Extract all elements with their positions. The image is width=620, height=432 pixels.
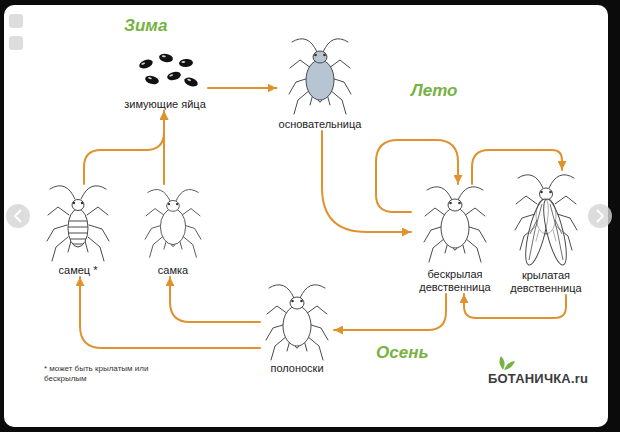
logo-leaf bbox=[499, 356, 515, 370]
life-stage: крылатая девственница bbox=[502, 170, 590, 295]
eggs bbox=[138, 53, 199, 88]
stage-label: крылатая девственница bbox=[504, 269, 588, 295]
life-stage: полоноски bbox=[260, 284, 334, 375]
life-stage: самка bbox=[141, 184, 205, 277]
life-stage: бескрылая девственница bbox=[411, 184, 499, 294]
stage-label: самец * bbox=[59, 264, 98, 277]
wingless-figure bbox=[424, 187, 486, 262]
stage-label: зимующие яйца bbox=[124, 98, 206, 111]
winged-figure bbox=[515, 175, 577, 267]
cycle-arrow bbox=[84, 111, 164, 184]
figure-space bbox=[502, 170, 590, 269]
figure-space bbox=[122, 52, 208, 98]
cycle-arrow bbox=[322, 131, 411, 232]
cycle-arrow bbox=[472, 150, 562, 184]
figure-space bbox=[141, 184, 205, 264]
gallery-controls bbox=[6, 14, 612, 228]
female-figure bbox=[145, 189, 201, 257]
cycle-arrow bbox=[334, 294, 446, 330]
egg-stage: зимующие яйца bbox=[122, 52, 208, 111]
figure-space bbox=[411, 184, 499, 268]
stage-label: основательница bbox=[279, 118, 362, 131]
card bbox=[4, 5, 608, 427]
life-stage: самец * bbox=[43, 184, 113, 277]
male-figure bbox=[47, 186, 109, 261]
stage-label: бескрылая девственница bbox=[413, 268, 497, 294]
footnote: * может быть крылатым или бескрылым bbox=[44, 364, 156, 384]
cycle-arrow bbox=[208, 87, 277, 89]
life-stage: основательница bbox=[277, 38, 364, 131]
cycle-arrow bbox=[170, 277, 260, 322]
cycle-arrow bbox=[376, 140, 458, 212]
figure-space bbox=[260, 284, 334, 362]
cycle-arrow bbox=[80, 277, 260, 348]
season-label: Осень bbox=[376, 343, 429, 363]
watermark: БОТАНИЧКА.ru bbox=[488, 371, 588, 387]
cycle-arrow bbox=[163, 111, 165, 184]
sexupara-figure bbox=[266, 285, 328, 360]
cycle-arrow bbox=[464, 294, 566, 318]
season-label: Зима bbox=[124, 16, 167, 36]
figure-space bbox=[277, 38, 364, 118]
season-label: Лето bbox=[411, 81, 457, 101]
stage-label: полоноски bbox=[270, 362, 323, 375]
fundatrix-figure bbox=[289, 39, 351, 114]
stage-label: самка bbox=[158, 264, 188, 277]
figure-space bbox=[43, 184, 113, 264]
